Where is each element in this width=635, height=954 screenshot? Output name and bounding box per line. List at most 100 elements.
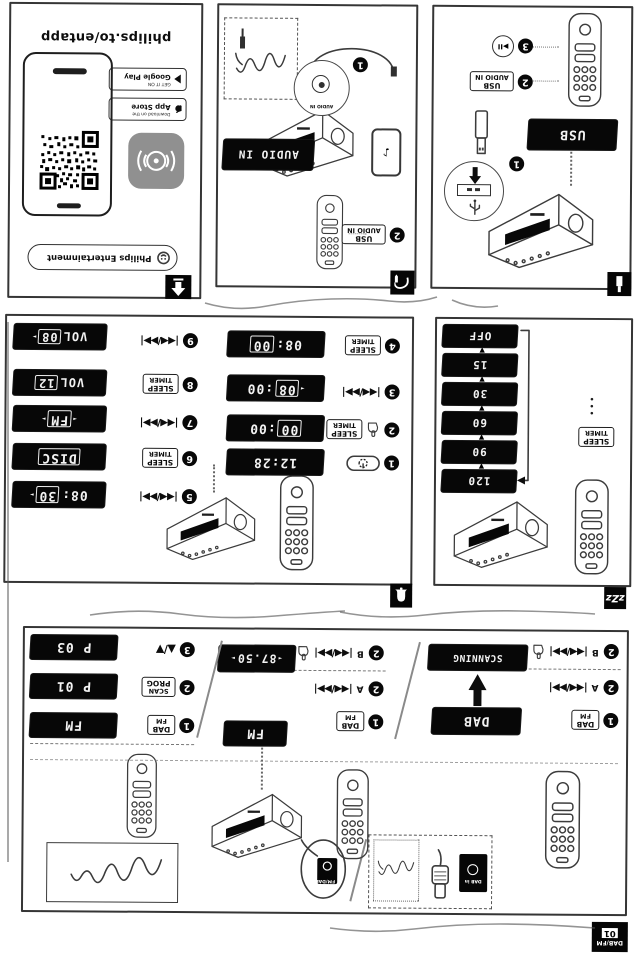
dab-antenna-accessory-box: DAB in [367,834,493,910]
seek-buttons-icon: |◀◀/▶▶| [140,416,179,429]
usb-stick-art [468,107,494,161]
display-sleep-15: 15 [442,353,518,377]
audio-in-source-button-label: USB [355,234,373,244]
blink-right-icon: ► [29,490,34,499]
timer-step-1: 1 [346,455,400,472]
timer-step-2: 2 SLEEP TIMER [326,419,400,440]
display-fm: FM [223,721,287,746]
section-badge-dabfm-label: DAB/FM [596,938,624,947]
display-text: 90 [471,445,488,459]
timer-step-6: 6 SLEEP TIMER [142,447,198,469]
phone-home-bar [52,68,87,75]
callout-line [533,46,560,48]
scan-prog-button-sublabel: SCAN [148,686,169,695]
sleep-timer-button-label: SLEEP [583,436,610,447]
sleep-timer-button-label: SLEEP [349,345,376,355]
section-badge-dabfm-number: 01 [601,927,618,939]
timer-step-4: 4 SLEEP TIMER [344,335,400,356]
usb-port-icon [456,183,492,197]
insert-arrow-icon [469,167,482,185]
section-badge-timer [390,583,413,608]
usb-trident-icon [466,198,484,216]
pointer-dotted-line [212,464,216,493]
section-badge-app [165,274,192,300]
seek-buttons-icon: |◀◀/▶▶| [314,647,353,659]
display-usb: USB [527,119,618,151]
dab-step-2a: 2 A |◀◀/▶▶| [549,680,619,696]
seek-buttons-icon: |◀◀/▶▶| [549,681,588,693]
step-suffix: B [591,646,599,657]
band-divider-dashed [30,758,619,765]
panel-timer: 1 12:28 2 SLEEP TIMER 00 :00 3 |◀◀/▶▶| [3,313,415,586]
step-number: 3 [517,38,534,54]
sleep-timer-button-sublabel: TIMER [584,428,608,438]
app-icon [128,132,185,190]
sleep-timer-button-sublabel: TIMER [332,421,356,430]
dab-fm-button-sublabel: FM [579,711,591,721]
radio-device-sketch [449,494,554,575]
step-divider [30,743,195,746]
loop-arrow [516,329,530,485]
scan-prog-button: SCAN PROG [141,676,176,698]
display-highlight: 08 [37,328,62,345]
dot-icon: • [589,392,595,403]
dab-fm-button-label: DAB [576,719,595,729]
audio-in-source-button: USB AUDIO IN [342,224,386,245]
step-number: 2 [368,645,384,661]
sleep-zzz-icon: zZz [605,592,625,604]
fm-step-1: 1 DAB FM [336,711,384,732]
display-text: 08: [275,336,303,352]
usb-stick-icon [616,276,623,293]
step-divider [293,669,386,672]
display-source-disc: DISC [12,443,106,470]
step-number: 2 [179,679,195,695]
flow-down-icon: ▼ [479,404,485,413]
display-text: :00 [248,420,277,436]
sleep-timer-button-label: SLEEP [147,383,174,393]
display-fm: FM [29,713,117,738]
flow-arrow-icon [468,674,487,707]
sleep-timer-button: SLEEP TIMER [344,335,381,356]
seek-buttons-icon: |◀◀/▶▶| [139,490,178,503]
remote-sketch [278,473,315,573]
display-highlight: 12 [34,374,58,391]
display-sleep-60: 60 [441,411,518,435]
step-number: 2 [368,681,384,697]
flow-down-icon: ▼ [478,462,485,471]
flow-down-icon: ▼ [478,433,485,442]
step-number: 2 [603,680,619,696]
display-text: FM [63,717,83,733]
pointer-dotted-line [260,747,264,790]
display-highlight: FM [47,410,72,427]
step-number: 3 [179,642,195,658]
display-text: 30 [471,387,488,401]
play-pause-icon: ▶II [491,35,515,58]
app-mascot-icon [157,251,170,265]
timer-step-3: 3 |◀◀/▶▶| [342,384,400,400]
app-name: Philips Entertainment [46,252,152,263]
display-text: 12:28 [252,454,298,470]
display-sleep-90: 90 [441,440,517,464]
store-smalltext: GET IT ON [147,80,171,86]
display-hour-adjust: ◄ 08 :00 [226,375,325,402]
dab-fm-button-label: DAB [341,721,360,731]
timer-step-7: 7 |◀◀/▶▶| [140,415,198,431]
display-frequency: ◄ 87.50 ► [217,645,296,672]
step-suffix: A [591,682,599,693]
display-dab: DAB [431,707,522,735]
sleep-timer-button-row: SLEEP TIMER [578,426,615,448]
step-number: 1 [352,57,368,73]
app-name-pill: Philips Entertainment [27,243,178,272]
sleep-timer-button-sublabel: TIMER [351,337,375,346]
display-text: 87.50 [236,651,277,666]
remote-sketch [573,477,610,577]
apple-icon [175,105,182,114]
display-sleep-120: 120 [441,469,517,493]
audio-step-2: 2 USB AUDIO IN [342,224,405,245]
section-badge-sleep: zZz [604,587,627,610]
remote-sketch [125,753,158,839]
flow-down-icon: ▼ [479,346,485,355]
timer-step-8: 8 SLEEP TIMER [142,373,198,395]
music-note-icon: ♪ [382,145,390,159]
